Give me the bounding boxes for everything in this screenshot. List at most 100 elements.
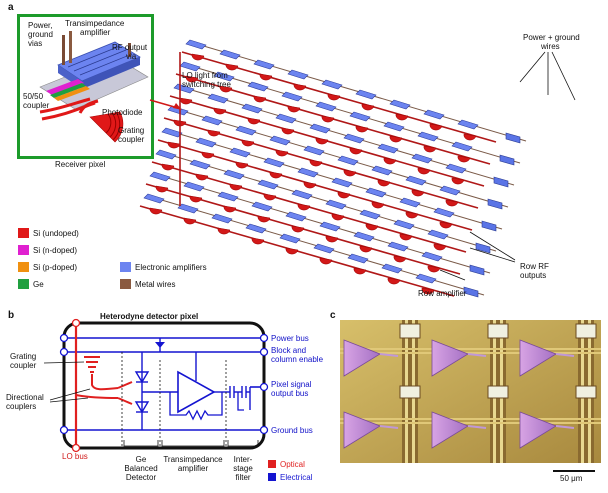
pixel-amplifier <box>411 153 433 164</box>
pixel-amplifier <box>241 103 263 114</box>
label-directional-couplers-2: couplers <box>6 402 37 411</box>
horizontal-bus <box>340 418 601 420</box>
legend-swatch <box>18 228 29 238</box>
pixel-amplifier <box>235 125 257 136</box>
pixel-grating <box>217 227 231 235</box>
label-coupler-5050-1: 50/50 <box>23 92 44 101</box>
section-detector-2: Balanced <box>124 464 158 473</box>
waveguide-taper <box>555 353 575 357</box>
pixel-grating <box>207 129 221 137</box>
pixel-grating <box>149 207 163 215</box>
pixel-amplifier <box>245 223 267 234</box>
pixel-grating <box>269 171 283 179</box>
section-tia-1: Transimpedance <box>163 455 223 464</box>
label-power-ground-vias-1: Power, <box>28 21 53 30</box>
label-transimpedance-1: Transimpedance <box>65 19 125 28</box>
pixel-grating <box>399 233 413 241</box>
pixel-amplifier <box>183 181 205 192</box>
label-power-bus: Power bus <box>271 334 309 343</box>
receiver-pixel-inset: Power, ground vias Transimpedance amplif… <box>17 14 154 159</box>
section-filter-2: stage <box>233 464 253 473</box>
label-lo-light-2: switching tree <box>182 80 231 89</box>
pixel-grating <box>321 115 335 123</box>
pixel-amplifier <box>303 145 325 156</box>
pixel-amplifier <box>365 187 387 198</box>
pixel-amplifier <box>179 61 201 72</box>
pixel-grating <box>259 73 273 81</box>
pixel-amplifier <box>423 109 445 120</box>
pixel-grating <box>161 163 175 171</box>
pixel-amplifier <box>275 113 297 124</box>
label-transimpedance-2: amplifier <box>80 28 111 37</box>
pixel-amplifier <box>291 189 313 200</box>
pixel-grating <box>383 157 397 165</box>
legend-label: Ge <box>33 280 44 289</box>
horizontal-bus <box>340 348 601 350</box>
pixel-grating <box>201 151 215 159</box>
pixel-amplifier <box>383 121 405 132</box>
pixel-amplifier <box>325 199 347 210</box>
pixel-amplifier <box>229 147 251 158</box>
pixel-amplifier <box>309 123 331 134</box>
label-power-ground-vias-3: vias <box>28 39 43 48</box>
pixel-grating <box>241 139 255 147</box>
pixel-amplifier <box>359 209 381 220</box>
pixel-amplifier <box>347 253 369 264</box>
scalebar-label: 50 μm <box>560 474 583 483</box>
pixel-amplifier <box>343 133 365 144</box>
pixel-grating <box>287 105 301 113</box>
pixel-grating <box>387 277 401 285</box>
pixel-grating <box>263 193 277 201</box>
pixel-amplifier <box>247 81 269 92</box>
legend-label: Metal wires <box>135 280 176 289</box>
pixel-grating <box>297 203 311 211</box>
label-row-amplifier: Row amplifier <box>418 289 467 298</box>
pixel-grating <box>325 235 339 243</box>
via-pad <box>399 323 421 339</box>
pixel-grating <box>257 215 271 223</box>
label-photodiode: Photodiode <box>102 108 143 117</box>
receiver-pixel-illustration <box>39 31 149 143</box>
pixel-grating <box>315 137 329 145</box>
scalebar-line <box>553 470 595 472</box>
label-rf-output-via-2: via <box>126 52 137 61</box>
legend-swatch <box>18 245 29 255</box>
pixel-amplifier <box>143 193 165 204</box>
label-pixel-signal-1: Pixel signal <box>271 380 312 389</box>
pixel-grating <box>275 149 289 157</box>
pixel-grating <box>433 243 447 251</box>
pixel-amplifier <box>251 201 273 212</box>
row-amplifier-block <box>487 198 503 210</box>
pixel-amplifier <box>405 175 427 186</box>
label-coupler-5050-2: coupler <box>23 101 50 110</box>
pixel-grating <box>353 267 367 275</box>
pixel-grating <box>195 173 209 181</box>
pixel-amplifier <box>337 155 359 166</box>
legend-swatch <box>18 262 29 272</box>
label-lo-bus: LO bus <box>62 452 88 461</box>
label-block-enable-2: column enable <box>271 355 324 364</box>
pixel-grating <box>417 167 431 175</box>
legend-swatch <box>18 279 29 289</box>
legend-label: Electrical <box>280 473 313 482</box>
pixel-grating <box>319 257 333 265</box>
pixel-amplifier <box>313 243 335 254</box>
row-amplifier-block <box>505 132 521 144</box>
label-row-rf-outputs-2: outputs <box>520 271 547 280</box>
label-grating-coupler-2: coupler <box>118 135 145 144</box>
legend-label: Si (undoped) <box>33 229 79 238</box>
legend-label: Si (p-doped) <box>33 263 78 272</box>
pixel-grating <box>291 225 305 233</box>
pixel-amplifier <box>451 141 473 152</box>
label-grating-coupler-b-2: coupler <box>10 361 37 370</box>
label-grating-coupler-1: Grating <box>118 126 145 135</box>
pixel-amplifier <box>149 171 171 182</box>
pixel-amplifier <box>219 49 241 60</box>
waveguide-taper <box>379 353 399 357</box>
grating-coupler-cell <box>519 411 557 449</box>
pixel-amplifier <box>155 149 177 160</box>
pixel-amplifier <box>281 91 303 102</box>
label-power-ground-wires-2: wires <box>541 42 560 51</box>
pixel-amplifier <box>355 89 377 100</box>
grating-coupler-cell <box>431 411 469 449</box>
